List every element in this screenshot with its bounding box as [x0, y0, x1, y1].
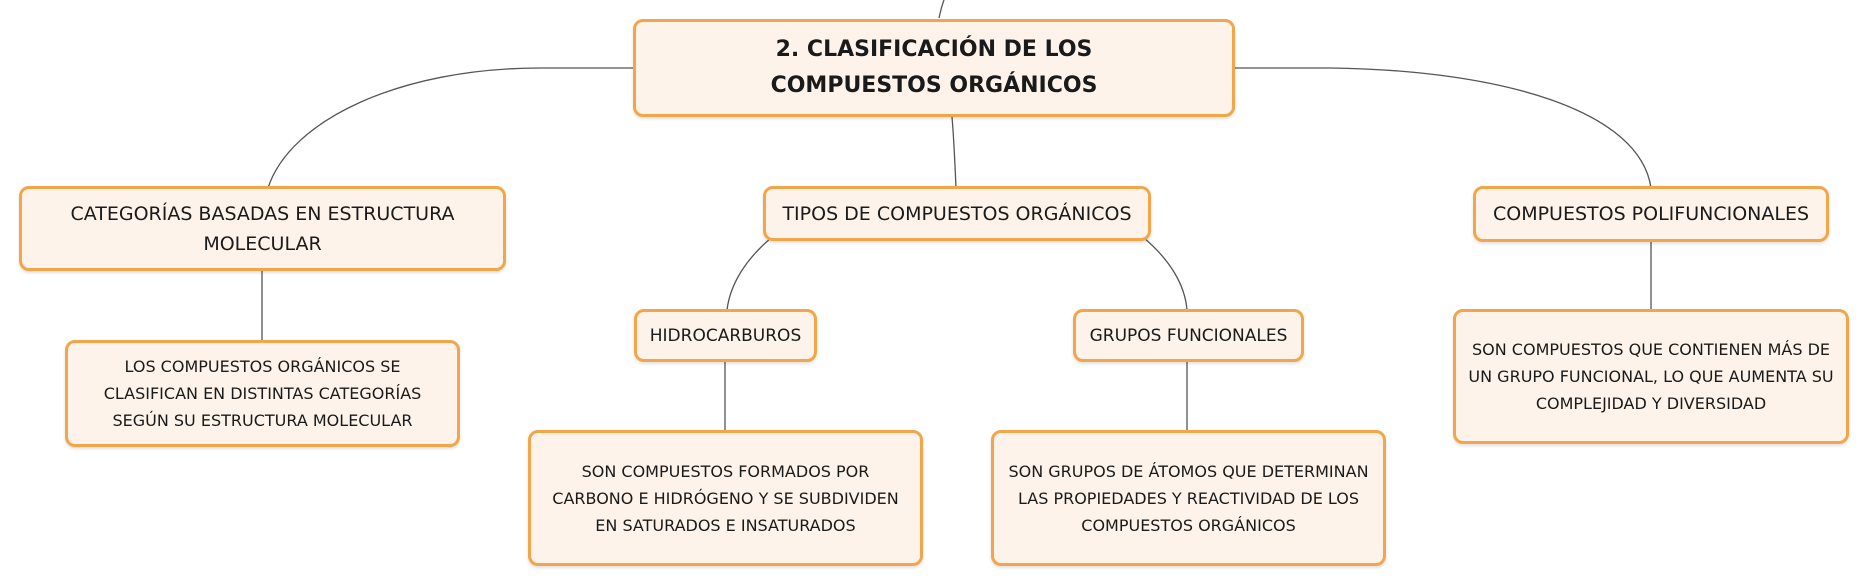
node-estructura-molecular[interactable]: CATEGORÍAS BASADAS EN ESTRUCTURA MOLECUL… — [19, 186, 506, 271]
connector-tipos-to-hidrocarburos — [726, 237, 772, 311]
node-polifuncionales[interactable]: COMPUESTOS POLIFUNCIONALES — [1473, 186, 1829, 242]
node-polifuncionales-label: COMPUESTOS POLIFUNCIONALES — [1492, 203, 1810, 225]
connector-root-to-tipos — [951, 116, 957, 189]
root-node-label: 2. CLASIFICACIÓN DE LOS COMPUESTOS ORGÁN… — [770, 37, 1098, 98]
node-hidrocarburos-description[interactable]: SON COMPUESTOS FORMADOS POR CARBONO E HI… — [528, 430, 923, 566]
node-tipos-compuestos[interactable]: TIPOS DE COMPUESTOS ORGÁNICOS — [763, 186, 1151, 241]
node-grupos-funcionales[interactable]: GRUPOS FUNCIONALES — [1073, 309, 1304, 362]
connector-root-to-polifuncionales — [1234, 67, 1652, 189]
node-estructura-description-text: LOS COMPUESTOS ORGÁNICOS SE CLASIFICAN E… — [103, 357, 422, 430]
node-hidrocarburos-label: HIDROCARBUROS — [649, 325, 802, 346]
node-estructura-description[interactable]: LOS COMPUESTOS ORGÁNICOS SE CLASIFICAN E… — [65, 340, 460, 447]
root-node[interactable]: 2. CLASIFICACIÓN DE LOS COMPUESTOS ORGÁN… — [633, 19, 1235, 117]
node-polifuncionales-description[interactable]: SON COMPUESTOS QUE CONTIENEN MÁS DE UN G… — [1453, 309, 1849, 444]
node-grupos-description-text: SON GRUPOS DE ÁTOMOS QUE DETERMINAN LAS … — [1008, 461, 1369, 535]
node-hidrocarburos-description-text: SON COMPUESTOS FORMADOS POR CARBONO E HI… — [552, 461, 899, 535]
node-grupos-description[interactable]: SON GRUPOS DE ÁTOMOS QUE DETERMINAN LAS … — [991, 430, 1386, 566]
connector-root-to-estructura — [267, 67, 634, 189]
node-polifuncionales-description-text: SON COMPUESTOS QUE CONTIENEN MÁS DE UN G… — [1468, 340, 1834, 413]
node-estructura-molecular-label: CATEGORÍAS BASADAS EN ESTRUCTURA MOLECUL… — [70, 202, 455, 255]
node-tipos-compuestos-label: TIPOS DE COMPUESTOS ORGÁNICOS — [782, 202, 1132, 225]
connector-root-parent — [938, 0, 945, 19]
node-hidrocarburos[interactable]: HIDROCARBUROS — [634, 309, 817, 362]
connector-tipos-to-grupos — [1143, 237, 1188, 311]
node-grupos-funcionales-label: GRUPOS FUNCIONALES — [1089, 325, 1288, 346]
